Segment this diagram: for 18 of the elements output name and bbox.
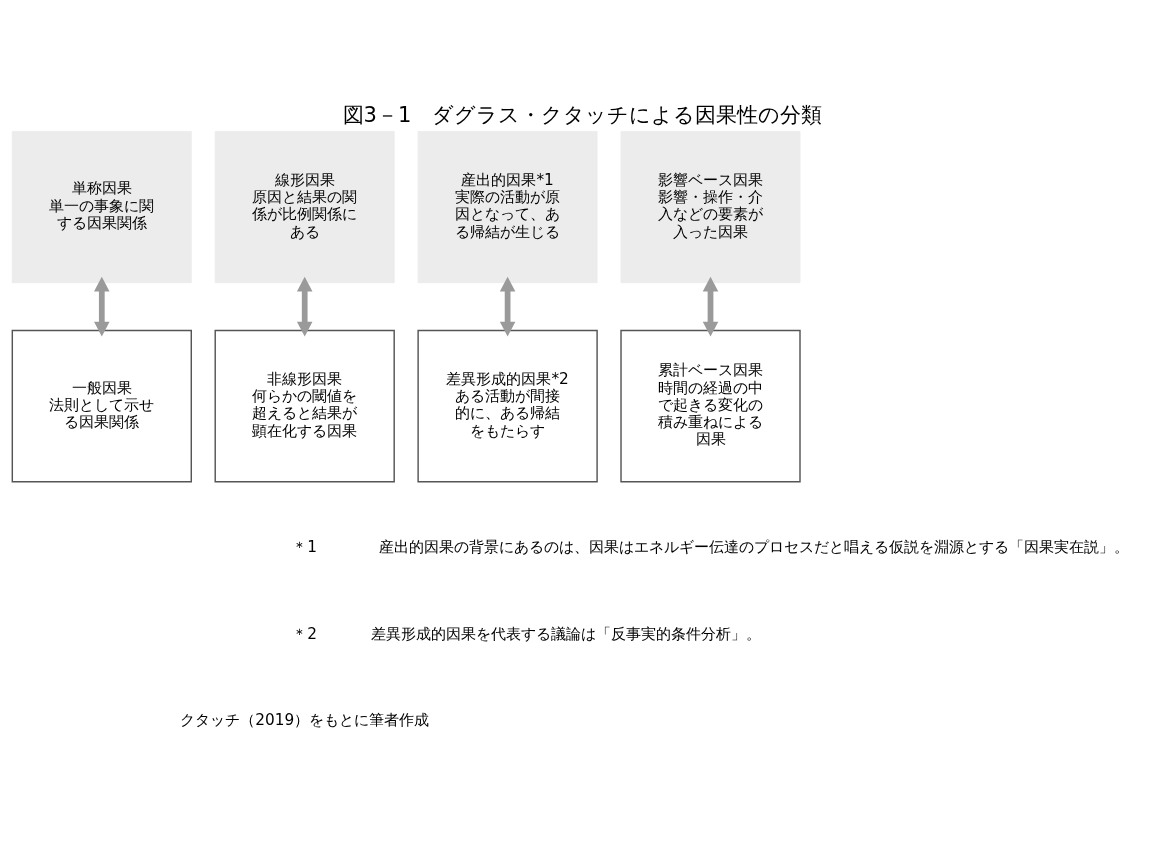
label: 産出的因果の背景にあるのは、因果はエネルギー伝達のプロセスだと唱える仮説を淵源とする「因果実在説」。 xyxy=(378,538,1129,557)
node-box: 影響ベース因果 影響・操作・介入などの要素が入った因果 xyxy=(620,131,801,284)
arrow xyxy=(296,276,313,337)
label: ＊1 xyxy=(292,538,318,557)
arrow xyxy=(94,276,110,337)
node-box: 線形因果 原因と結果の関係が比例関係にある xyxy=(214,131,395,284)
label: ＊2 xyxy=(292,624,318,643)
node-box: 単称因果 単一の事象に関する因果関係 xyxy=(11,131,192,284)
label: クタッチ（2019）をもとに筆者作成 xyxy=(180,710,430,729)
arrow xyxy=(702,276,719,337)
node-box: 非線形因果 何らかの閾値を超えると結果が顕在化する因果 xyxy=(214,329,395,483)
node-box: 一般因果 法則として示せる因果関係 xyxy=(11,329,192,483)
node-box: 産出的因果*1 実際の活動が原因となって、ある帰結が生じる xyxy=(417,131,598,284)
node-box: 差異形成的因果*2 ある活動が間接的に、ある帰結をもたらす xyxy=(417,329,598,483)
label: 差異形成的因果を代表する議論は「反事実的条件分析」。 xyxy=(370,624,761,643)
arrow xyxy=(499,276,516,337)
node-box: 累計ベース因果 時間の経過の中で起きる変化の積み重ねによる因果 xyxy=(620,329,801,483)
diagram-title: 図3－1 ダグラス・クタッチによる因果性の分類 xyxy=(342,101,823,127)
